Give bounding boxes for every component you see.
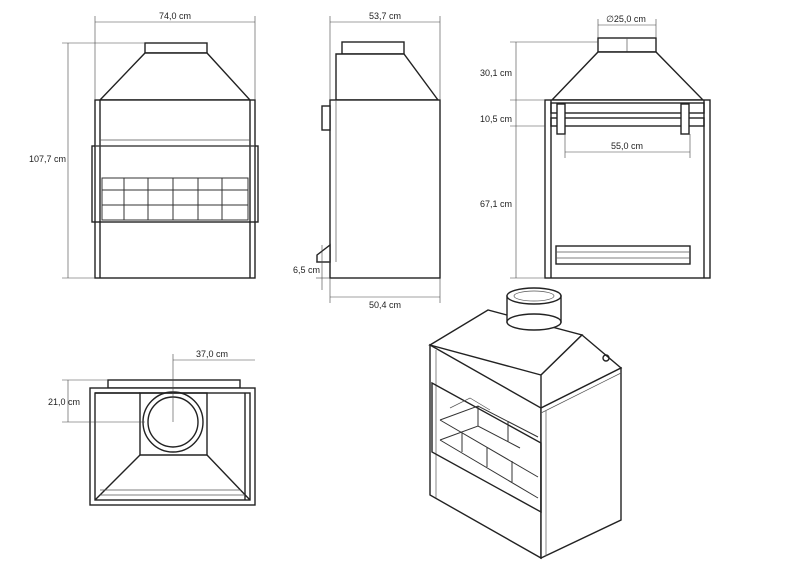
top-back-rail xyxy=(107,379,241,389)
dim-flue-diameter: ∅25,0 cm xyxy=(606,14,646,24)
back-band xyxy=(550,102,705,135)
dim-side-base: 6,5 cm xyxy=(293,265,320,275)
dim-opening-height: 67,1 cm xyxy=(480,199,512,209)
front-grate xyxy=(101,177,249,221)
front-flue-collar xyxy=(144,42,208,54)
side-body xyxy=(329,99,441,279)
side-handle xyxy=(321,105,331,131)
back-vent xyxy=(555,245,691,265)
front-view: 74,0 cm 107,7 cm xyxy=(29,11,259,279)
side-foot xyxy=(316,243,331,263)
front-hood xyxy=(98,52,252,101)
dim-top-offset: 37,0 cm xyxy=(196,349,228,359)
iso-hook xyxy=(602,354,610,362)
iso-flue xyxy=(506,287,562,331)
dim-front-height: 107,7 cm xyxy=(29,154,66,164)
front-body xyxy=(94,99,256,279)
dim-band-height: 10,5 cm xyxy=(480,114,512,124)
iso-front-face xyxy=(429,343,542,560)
dim-top-depth: 21,0 cm xyxy=(48,397,80,407)
top-view: 37,0 cm 21,0 cm xyxy=(48,349,256,506)
dim-hood-height: 30,1 cm xyxy=(480,68,512,78)
side-view: 53,7 cm 50,4 cm 6,5 cm xyxy=(293,11,441,310)
iso-grate xyxy=(439,397,539,499)
side-hood xyxy=(335,53,440,101)
dim-front-width: 74,0 cm xyxy=(159,11,191,21)
dim-inner-width: 55,0 cm xyxy=(611,141,643,151)
back-view: ∅25,0 cm 30,1 cm 10,5 cm 67,1 cm 55,0 cm xyxy=(480,14,711,279)
iso-opening xyxy=(431,381,542,514)
back-bracket-right xyxy=(680,103,690,135)
dim-side-depth-top: 53,7 cm xyxy=(369,11,401,21)
isometric-view xyxy=(428,287,623,560)
back-hood xyxy=(550,51,705,101)
side-flue-collar xyxy=(341,41,405,55)
dim-side-depth-bottom: 50,4 cm xyxy=(369,300,401,310)
back-bracket-left xyxy=(556,103,566,135)
